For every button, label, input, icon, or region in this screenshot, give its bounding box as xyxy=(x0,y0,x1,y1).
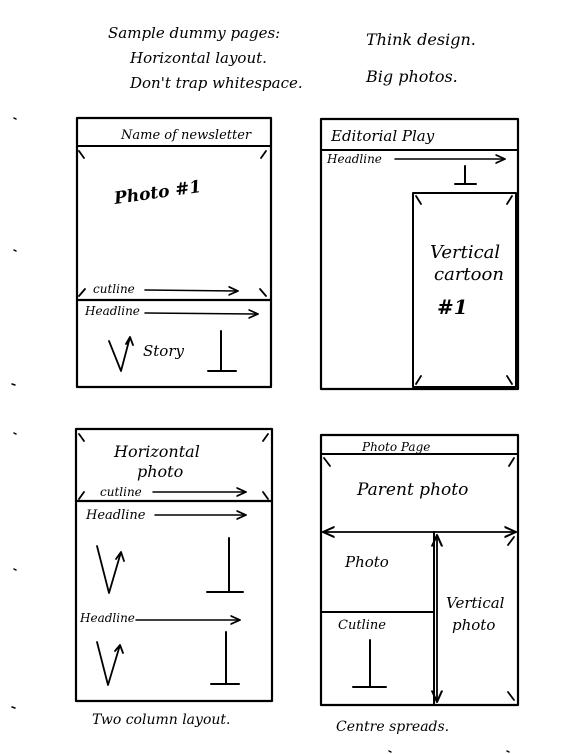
headline-label: Headline xyxy=(326,152,382,166)
newsletter-title: Name of newsletter xyxy=(120,128,252,143)
cutline-arrow xyxy=(144,290,238,291)
headline-end-mark xyxy=(454,165,477,185)
page-newsletter: Name of newsletter Photo #1 cutline Head… xyxy=(75,116,273,389)
margin-ticks xyxy=(11,117,17,709)
cartoon-label-line1: Vertical xyxy=(430,242,500,263)
cutline-label: Cutline xyxy=(338,618,386,633)
photo-1-label: Photo #1 xyxy=(112,177,203,209)
story-end-mark xyxy=(207,330,237,372)
photo-crop-marks xyxy=(78,433,269,500)
parent-photo-label: Parent photo xyxy=(356,480,468,500)
bottom-stray-marks xyxy=(388,750,510,753)
story-2-start-arrow xyxy=(96,641,124,686)
photo-label-line2: photo xyxy=(137,462,183,481)
cutline-end-mark xyxy=(352,639,387,688)
photo-label-line1: Horizontal xyxy=(113,442,200,461)
cartoon-label-line3: #1 xyxy=(437,295,468,319)
note-think-design: Think design. xyxy=(366,30,476,49)
cartoon-frame xyxy=(412,192,517,388)
page-photo-spread: Photo Page Parent photo Photo Cutline Ve… xyxy=(319,433,520,735)
photo-crop-marks xyxy=(78,150,267,297)
page-two-column: Horizontal photo cutline Headline Headli… xyxy=(74,427,274,728)
photo-page-title: Photo Page xyxy=(361,440,430,454)
headline-2-label: Headline xyxy=(79,611,135,625)
story-start-arrow xyxy=(108,336,134,372)
story-label: Story xyxy=(143,342,185,360)
editorial-title: Editorial Play xyxy=(330,127,435,145)
note-sample-dummy-pages: Sample dummy pages: xyxy=(108,24,280,42)
page-border xyxy=(74,427,274,703)
story-2-end-mark xyxy=(210,631,240,685)
vertical-photo-label-line1: Vertical xyxy=(446,594,505,612)
headline-arrow xyxy=(144,313,258,314)
story-1-end-mark xyxy=(206,537,244,593)
cartoon-crop-marks xyxy=(415,195,513,385)
note-dont-trap-whitespace: Don't trap whitespace. xyxy=(129,74,303,92)
cutline-label: cutline xyxy=(100,485,142,499)
headline-label: Headline xyxy=(84,304,140,318)
two-column-caption: Two column layout. xyxy=(92,712,230,728)
note-horizontal-layout: Horizontal layout. xyxy=(129,49,267,67)
cartoon-label-line2: cartoon xyxy=(434,264,504,285)
vertical-photo-crop-marks xyxy=(507,536,515,701)
page-border xyxy=(319,117,520,391)
parent-photo-crop-marks xyxy=(323,457,515,467)
page-editorial: Editorial Play Headline Vertical cartoon… xyxy=(319,117,520,391)
photo-label: Photo xyxy=(344,553,389,571)
story-1-start-arrow xyxy=(96,545,125,594)
vertical-photo-label-line2: photo xyxy=(452,616,495,634)
page-border xyxy=(319,433,520,707)
headline-1-label: Headline xyxy=(85,508,146,523)
page-border xyxy=(75,116,273,389)
cutline-label: cutline xyxy=(93,282,135,296)
centre-spreads-caption: Centre spreads. xyxy=(336,719,449,735)
note-big-photos: Big photos. xyxy=(365,67,458,86)
